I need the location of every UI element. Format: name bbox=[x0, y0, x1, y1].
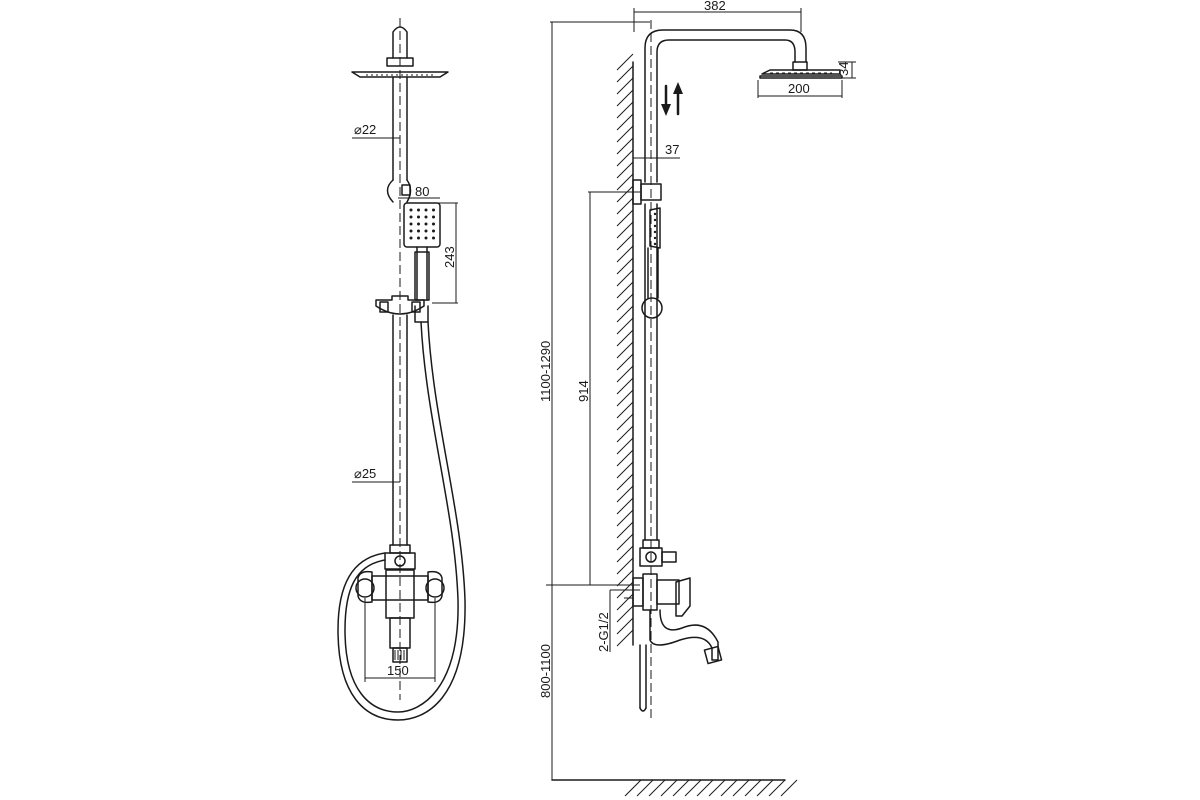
hand-shower-holder-front bbox=[386, 179, 412, 203]
bath-spout-side bbox=[649, 609, 723, 665]
dim-head-diameter: 200 bbox=[788, 81, 810, 96]
slide-bracket-front bbox=[375, 295, 429, 323]
floor-hatch bbox=[551, 779, 798, 797]
rain-shower-head-side bbox=[759, 61, 843, 79]
dim-holder-height: 914 bbox=[576, 380, 591, 402]
dim-arm-reach: 382 bbox=[704, 0, 726, 13]
shower-hose-front bbox=[337, 321, 466, 721]
diverter-side bbox=[639, 539, 677, 567]
lower-pipe-front bbox=[392, 314, 408, 546]
mixer-body-side bbox=[624, 573, 691, 617]
hand-shower-nozzles bbox=[409, 208, 435, 240]
dim-total-height-range: 1100-1290 bbox=[538, 341, 553, 402]
dim-mixer-spacing: 150 bbox=[387, 663, 409, 678]
dim-hand-shower-height: 243 bbox=[442, 246, 457, 268]
dim-pipe-bottom-diameter: ⌀25 bbox=[354, 466, 376, 481]
shower-arm-side bbox=[644, 20, 807, 720]
wall-hatch bbox=[616, 53, 634, 647]
dim-pipe-top-diameter: ⌀22 bbox=[354, 122, 376, 137]
dim-head-thickness: 34 bbox=[836, 62, 851, 76]
dim-wall-offset: 37 bbox=[665, 142, 679, 157]
side-view: 382 34 200 37 bbox=[538, 0, 856, 797]
mixer-body-front bbox=[355, 569, 445, 663]
height-adjust-arrows-icon bbox=[661, 82, 683, 116]
diverter-front bbox=[384, 544, 416, 570]
upper-pipe-front bbox=[392, 18, 408, 700]
front-view: ⌀22 80 243 bbox=[337, 18, 466, 721]
hand-shower-front bbox=[403, 202, 441, 301]
dim-inlet-thread: 2-G1/2 bbox=[596, 612, 611, 652]
dim-mixer-height-range: 800-1100 bbox=[538, 644, 553, 698]
dim-hand-shower-width: 80 bbox=[415, 184, 429, 199]
lower-pipe-side bbox=[644, 203, 658, 541]
hose-side bbox=[639, 644, 647, 712]
hand-shower-side bbox=[641, 207, 663, 319]
